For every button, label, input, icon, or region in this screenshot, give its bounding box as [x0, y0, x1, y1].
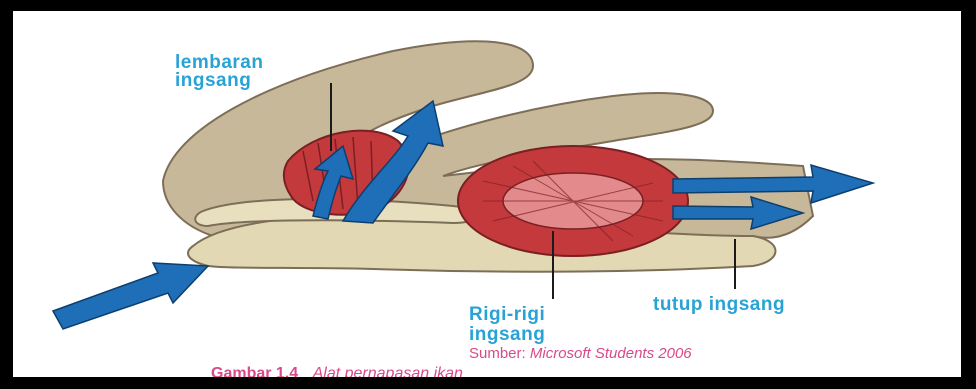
figure-caption: Gambar 1.4 Alat pernapasan ikan	[211, 365, 463, 380]
source-credit: Sumber: Microsoft Students 2006	[469, 345, 692, 362]
label-gill-raker-line1: Rigi-rigi	[469, 305, 545, 324]
label-gill-sheet-line2: ingsang	[175, 71, 251, 90]
label-gill-raker-line2: ingsang	[469, 325, 545, 344]
source-prefix: Sumber:	[469, 345, 526, 362]
figure-frame: lembaran ingsang Rigi-rigi ingsang tutup…	[10, 8, 964, 380]
caption-number: Gambar 1.4	[211, 365, 298, 380]
source-text: Microsoft Students 2006	[530, 345, 692, 362]
label-operculum: tutup ingsang	[653, 295, 785, 314]
caption-text: Alat pernapasan ikan	[313, 365, 463, 380]
inflow-arrow	[53, 263, 208, 329]
